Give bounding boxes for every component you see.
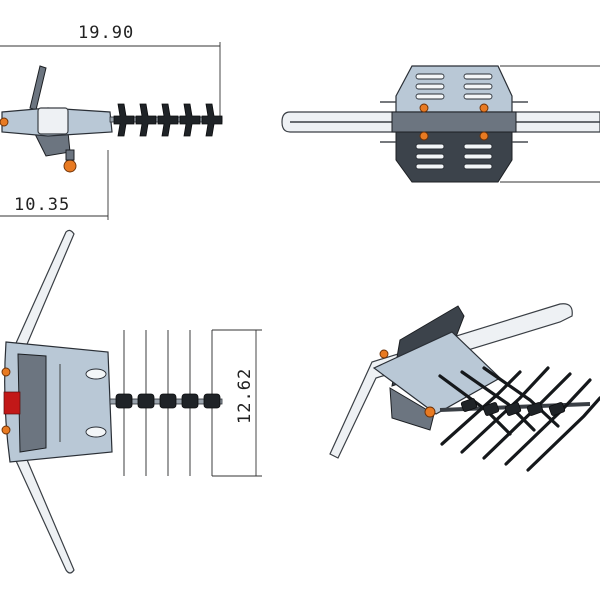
bottom-plate bbox=[395, 131, 513, 183]
top-view bbox=[281, 65, 600, 183]
front-view: 12.62 bbox=[1, 229, 262, 574]
side-elements bbox=[113, 103, 223, 137]
slot-oval bbox=[85, 426, 107, 438]
iso-clips bbox=[460, 398, 566, 416]
upper-rod bbox=[11, 229, 75, 357]
knob-icon bbox=[479, 103, 489, 113]
knob-icon bbox=[424, 406, 436, 418]
front-panel bbox=[17, 353, 47, 453]
knob-icon bbox=[379, 349, 389, 359]
dimension-length-label: 19.90 bbox=[78, 23, 134, 43]
knob-icon bbox=[0, 117, 9, 127]
knob-stem bbox=[65, 149, 75, 161]
iso-rod bbox=[329, 303, 573, 459]
brand-label bbox=[3, 391, 21, 415]
isometric-view bbox=[329, 303, 600, 472]
lower-rod bbox=[11, 447, 75, 574]
reflector-edge bbox=[29, 65, 47, 111]
dimension-depth-label: 10.35 bbox=[14, 195, 70, 215]
knob-icon bbox=[63, 159, 77, 173]
knob-icon bbox=[419, 131, 429, 141]
knob-icon bbox=[419, 103, 429, 113]
dimension-line-height: 12.62 bbox=[212, 329, 262, 477]
iso-lower-plate bbox=[389, 387, 435, 431]
top-plate bbox=[395, 65, 513, 113]
center-bracket bbox=[391, 111, 517, 133]
knob-icon bbox=[1, 367, 11, 377]
top-slots bbox=[415, 73, 493, 100]
dimension-height-label: 12.62 bbox=[235, 368, 255, 424]
slot-oval bbox=[85, 368, 107, 380]
dimension-line-length: 19.90 bbox=[0, 23, 221, 122]
mount-bracket bbox=[37, 107, 69, 135]
dimension-line-depth: 10.35 bbox=[0, 150, 109, 220]
bottom-slots bbox=[415, 143, 493, 170]
knob-icon bbox=[479, 131, 489, 141]
knob-icon bbox=[1, 425, 11, 435]
side-view: 19.90 10.35 bbox=[0, 23, 223, 220]
vertical-elements bbox=[115, 330, 221, 476]
